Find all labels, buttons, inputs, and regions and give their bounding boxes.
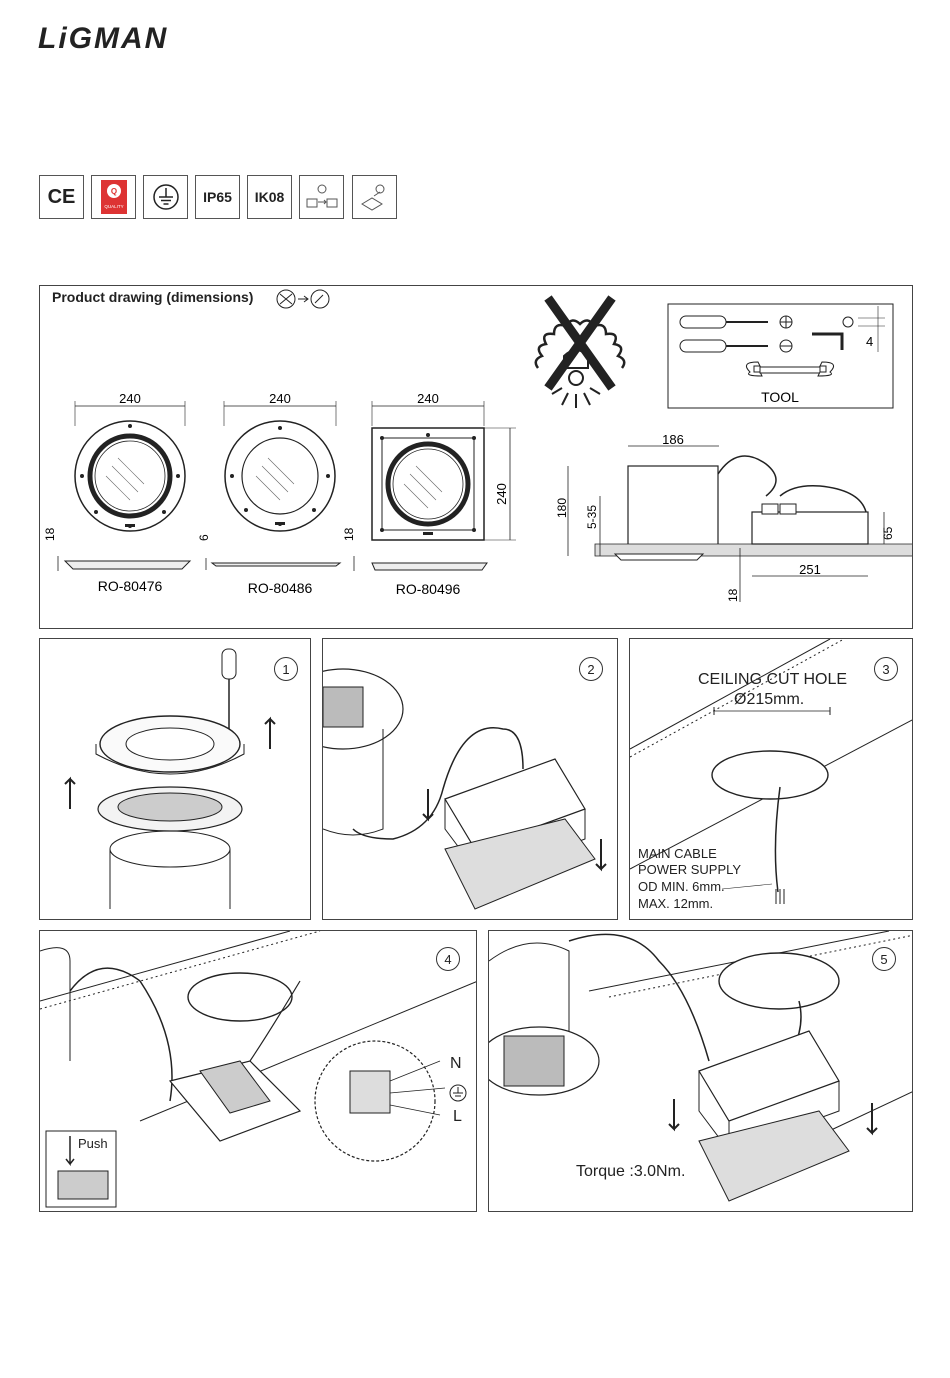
tool-label: TOOL xyxy=(761,389,799,405)
cable-note-3: OD MIN. 6mm. xyxy=(638,879,725,895)
svg-text:240: 240 xyxy=(119,391,141,406)
side-section-drawing: 186 180 5-35 65 251 18 xyxy=(555,432,913,602)
step-5-panel: Torque :3.0Nm. 5 xyxy=(488,930,913,1212)
product-drawing-svg: 240 18 RO-80476 240 xyxy=(40,286,913,629)
svg-text:Q: Q xyxy=(110,187,116,196)
model-ro-80486-drawing: 240 6 RO-80486 xyxy=(197,391,340,596)
step-3-panel: CEILING CUT HOLE Ø215mm. MAIN CABLE POWE… xyxy=(629,638,913,920)
replaceable-light-source-icon xyxy=(299,175,344,219)
logo-text: LiGMAN xyxy=(38,22,168,54)
step-2-badge: 2 xyxy=(579,657,603,681)
svg-text:240: 240 xyxy=(494,483,509,505)
no-insulation-cover-warning-icon xyxy=(536,298,625,408)
step-5-badge: 5 xyxy=(872,947,896,971)
earth-ground-icon xyxy=(143,175,188,219)
product-drawing-panel: Product drawing (dimensions) 240 xyxy=(39,285,913,629)
svg-text:4: 4 xyxy=(866,334,873,349)
svg-text:QUALITY: QUALITY xyxy=(104,204,123,209)
terminal-l-label: L xyxy=(453,1109,462,1125)
terminal-n-label: N xyxy=(450,1056,462,1072)
screwdriver-icon xyxy=(222,649,236,729)
model-ro-80476-drawing: 240 18 RO-80476 xyxy=(43,391,190,594)
svg-text:18: 18 xyxy=(342,527,356,541)
step-4-badge: 4 xyxy=(436,947,460,971)
model-ro-80496-drawing: 240 240 18 RO-80496 xyxy=(342,391,516,597)
step-2-illustration xyxy=(323,639,618,920)
step-4-illustration xyxy=(40,931,477,1212)
step-1-panel: 1 xyxy=(39,638,311,920)
push-label: Push xyxy=(78,1136,108,1152)
svg-text:65: 65 xyxy=(881,526,895,540)
cable-note-1: MAIN CABLE xyxy=(638,846,717,862)
svg-text:5-35: 5-35 xyxy=(585,505,599,529)
cable-note-2: POWER SUPPLY xyxy=(638,862,741,878)
step-4-panel: Push N L 4 xyxy=(39,930,477,1212)
step-1-badge: 1 xyxy=(274,657,298,681)
replaceable-swap-icon xyxy=(277,290,329,308)
svg-text:240: 240 xyxy=(269,391,291,406)
svg-text:18: 18 xyxy=(726,588,740,602)
cut-hole-diameter: Ø215mm. xyxy=(734,692,804,708)
replaceable-control-gear-icon xyxy=(352,175,397,219)
step-1-illustration xyxy=(40,639,311,920)
step-2-panel: 2 xyxy=(322,638,618,920)
svg-text:251: 251 xyxy=(799,562,821,577)
earth-terminal-icon xyxy=(450,1085,466,1101)
ik08-badge: IK08 xyxy=(247,175,292,219)
step-3-badge: 3 xyxy=(874,657,898,681)
svg-text:180: 180 xyxy=(555,498,569,518)
cable-note-4: MAX. 12mm. xyxy=(638,896,713,912)
ip65-badge: IP65 xyxy=(195,175,240,219)
ligman-logo: LiGMAN xyxy=(38,20,228,54)
svg-text:18: 18 xyxy=(43,527,57,541)
torque-note: Torque :3.0Nm. xyxy=(576,1164,685,1180)
ce-mark: CE xyxy=(39,175,84,219)
quality-badge-icon: Q QUALITY xyxy=(91,175,136,219)
svg-text:186: 186 xyxy=(662,432,684,447)
step-5-illustration xyxy=(489,931,913,1212)
svg-text:RO-80486: RO-80486 xyxy=(248,580,313,596)
tool-box: 4 TOOL xyxy=(668,304,893,408)
ceiling-cut-hole-title: CEILING CUT HOLE xyxy=(698,672,847,688)
svg-text:RO-80496: RO-80496 xyxy=(396,581,461,597)
svg-text:RO-80476: RO-80476 xyxy=(98,578,163,594)
svg-text:240: 240 xyxy=(417,391,439,406)
svg-text:6: 6 xyxy=(197,534,211,541)
